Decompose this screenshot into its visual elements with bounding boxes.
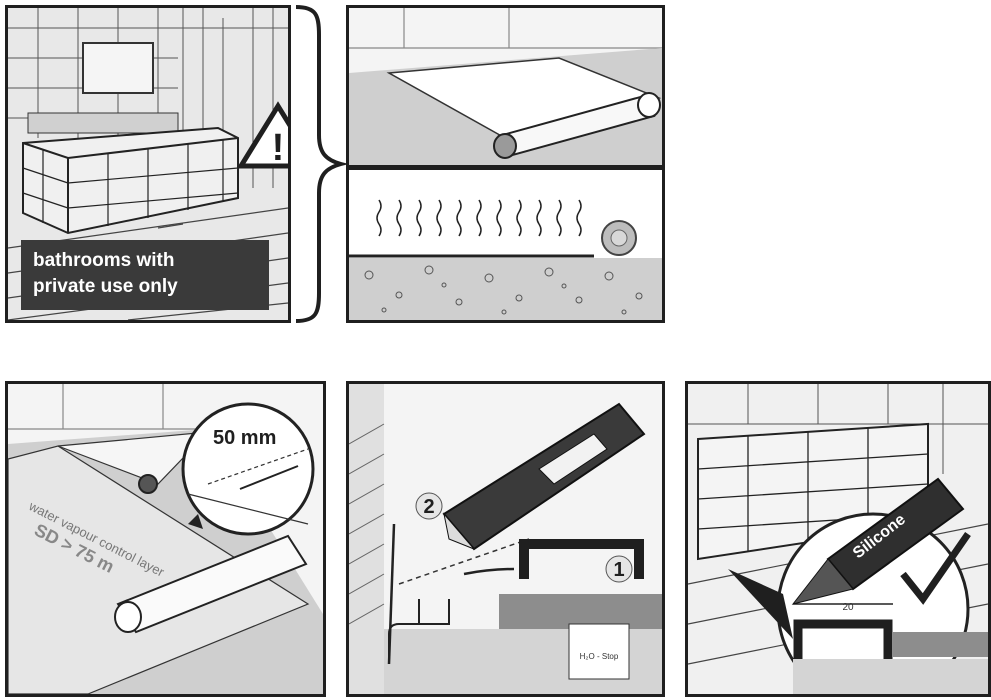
profile-cutting-panel: 1 2 H₂O - Stop <box>346 381 665 697</box>
magnifier-detail <box>183 404 313 534</box>
usage-restriction-label: bathrooms with private use only <box>21 240 269 310</box>
step-number-2: 2 <box>423 496 434 518</box>
overlap-dimension-label: 50 mm <box>213 427 276 449</box>
step-number-1: 1 <box>613 559 624 581</box>
warning-mark: ! <box>272 127 285 169</box>
bathroom-scene-panel: ! bathrooms with private use only <box>5 5 291 323</box>
label-line-2: private use only <box>33 274 257 300</box>
gap-dimension: 20 <box>842 602 854 613</box>
label-line-1: bathrooms with <box>33 248 257 274</box>
curly-brace-connector <box>291 5 346 323</box>
silicone-sealing-panel: Silicone 20 <box>685 381 991 697</box>
vapour-barrier-panel <box>346 168 665 323</box>
small-roll-icon <box>139 475 157 493</box>
membrane-overlap-panel: water vapour control layer SD > 75 m 50 … <box>5 381 326 697</box>
h2o-stop-label: H₂O - Stop <box>580 652 619 661</box>
membrane-roll-panel <box>346 5 665 168</box>
mirror-shape <box>83 43 153 93</box>
